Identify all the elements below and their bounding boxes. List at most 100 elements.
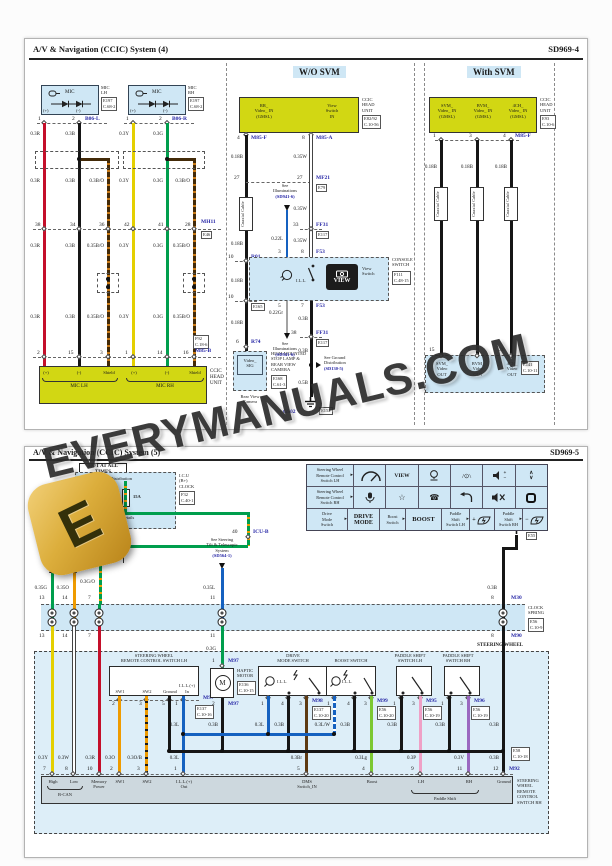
- header-rule: [29, 58, 583, 60]
- connector-ref: F53: [316, 303, 325, 309]
- brace: [411, 790, 479, 794]
- video-sig-terminal: Video_SIG: [237, 355, 263, 375]
- coaxial-cable-tag: Coaxial Cable: [434, 187, 448, 221]
- terminal: Low: [69, 779, 79, 784]
- pin: 13: [39, 595, 45, 601]
- microphone-icon: [135, 90, 147, 97]
- wire-label: 0.3B: [298, 349, 308, 354]
- lh-remote-switch-box: SW1 SW2 Ground I.L.L.(+) In: [109, 666, 199, 696]
- connector-ref: ICU-B: [253, 529, 269, 535]
- wire-green: [220, 637, 224, 668]
- lightning-icon: [293, 670, 298, 681]
- connector-ref: MH11: [201, 219, 216, 225]
- steering-wheel-label: STEERING WHEEL: [477, 643, 523, 648]
- connector-ref: M85-A: [316, 135, 333, 141]
- connector-line: [41, 774, 513, 775]
- coil-icon: [69, 617, 79, 627]
- junction-dot: [165, 157, 169, 161]
- wire-label: 0.3Y: [119, 315, 129, 320]
- wire-label: 0.22Gr: [268, 311, 283, 316]
- volume-icon: +−: [482, 465, 514, 486]
- connector-box: E117: [316, 339, 330, 347]
- junction-dot: [332, 732, 336, 736]
- wire-label: 0.3B/O: [175, 179, 190, 184]
- wire: [501, 618, 505, 637]
- terminal: RR_Video_ IN(GMSL): [254, 103, 274, 119]
- connector-ref: R74: [251, 339, 261, 345]
- wire-label: 0.18B: [424, 165, 437, 170]
- mic-rh-name: MIC: [188, 85, 197, 90]
- connector-ref: M97: [203, 695, 214, 701]
- ccic-head-unit-box: SVM_Video_ IN(GMSL) BVM_Video_ IN(GMSL) …: [429, 97, 537, 133]
- wire-black: [399, 696, 403, 752]
- wire-violet: [466, 696, 470, 774]
- junction-dot: [309, 363, 313, 367]
- pin: 3: [364, 701, 367, 707]
- group-label: MIC RH: [156, 384, 174, 389]
- view-button: VIEW: [326, 264, 358, 290]
- wire-yellow: [131, 123, 135, 366]
- ill-label: I.L.L.: [296, 278, 307, 283]
- diode-symbols-icon: [138, 100, 178, 108]
- wire-label: 0.18B: [460, 165, 473, 170]
- connector-ref: FF31: [316, 330, 329, 336]
- clock-spring-band: [41, 604, 525, 631]
- wire-green: [50, 573, 54, 604]
- pin: 1: [441, 701, 444, 707]
- wire-black-coax: [244, 135, 248, 351]
- wire-label: 0.18B: [230, 155, 243, 160]
- terminal: I.L.L.(+)Out: [176, 779, 192, 790]
- wire-black: [501, 547, 505, 604]
- junction-dot: [399, 749, 403, 753]
- pin: 1: [38, 116, 41, 122]
- wire-gray: [285, 301, 288, 333]
- wire-label: 0.3Y: [119, 132, 129, 137]
- terminal: Shield: [189, 370, 201, 375]
- shield-jumper: [167, 157, 194, 161]
- connector-ref: M92: [509, 766, 520, 772]
- coil-icon: [69, 608, 79, 618]
- camera-icon: [336, 270, 348, 278]
- junction-dot: [352, 749, 356, 753]
- pin: 27: [297, 175, 303, 181]
- terminal: SW1: [115, 688, 125, 694]
- page-code: SD969-5: [550, 448, 579, 457]
- pin: 1: [327, 701, 330, 707]
- terminal: RH: [465, 779, 473, 784]
- connector-ref: M30: [511, 595, 522, 601]
- pin: 8: [302, 135, 305, 141]
- mic-lh-name: MIC: [101, 85, 110, 90]
- wire-label: 0.3B: [435, 723, 445, 728]
- connector-ref: M85-F: [251, 135, 267, 141]
- shield-joint-box: [183, 273, 205, 293]
- pin: 1: [261, 701, 264, 707]
- junction-dot: [266, 732, 270, 736]
- pin: 1: [175, 701, 178, 707]
- section-divider: [424, 63, 425, 425]
- terminal: LH: [418, 779, 424, 784]
- mic-rh-box: MIC (+) (-): [128, 85, 186, 115]
- pin: 28: [185, 222, 191, 228]
- arrow-icon: ▸: [466, 517, 469, 522]
- ccic-head-unit-box: (+) (-) Shield (+) (-) Shield MIC LH MIC…: [39, 366, 207, 404]
- view-icon: VIEW: [385, 465, 417, 486]
- icu-label: I.C.U(B+)CLOCK: [179, 473, 195, 489]
- ok-button-icon: [514, 487, 547, 508]
